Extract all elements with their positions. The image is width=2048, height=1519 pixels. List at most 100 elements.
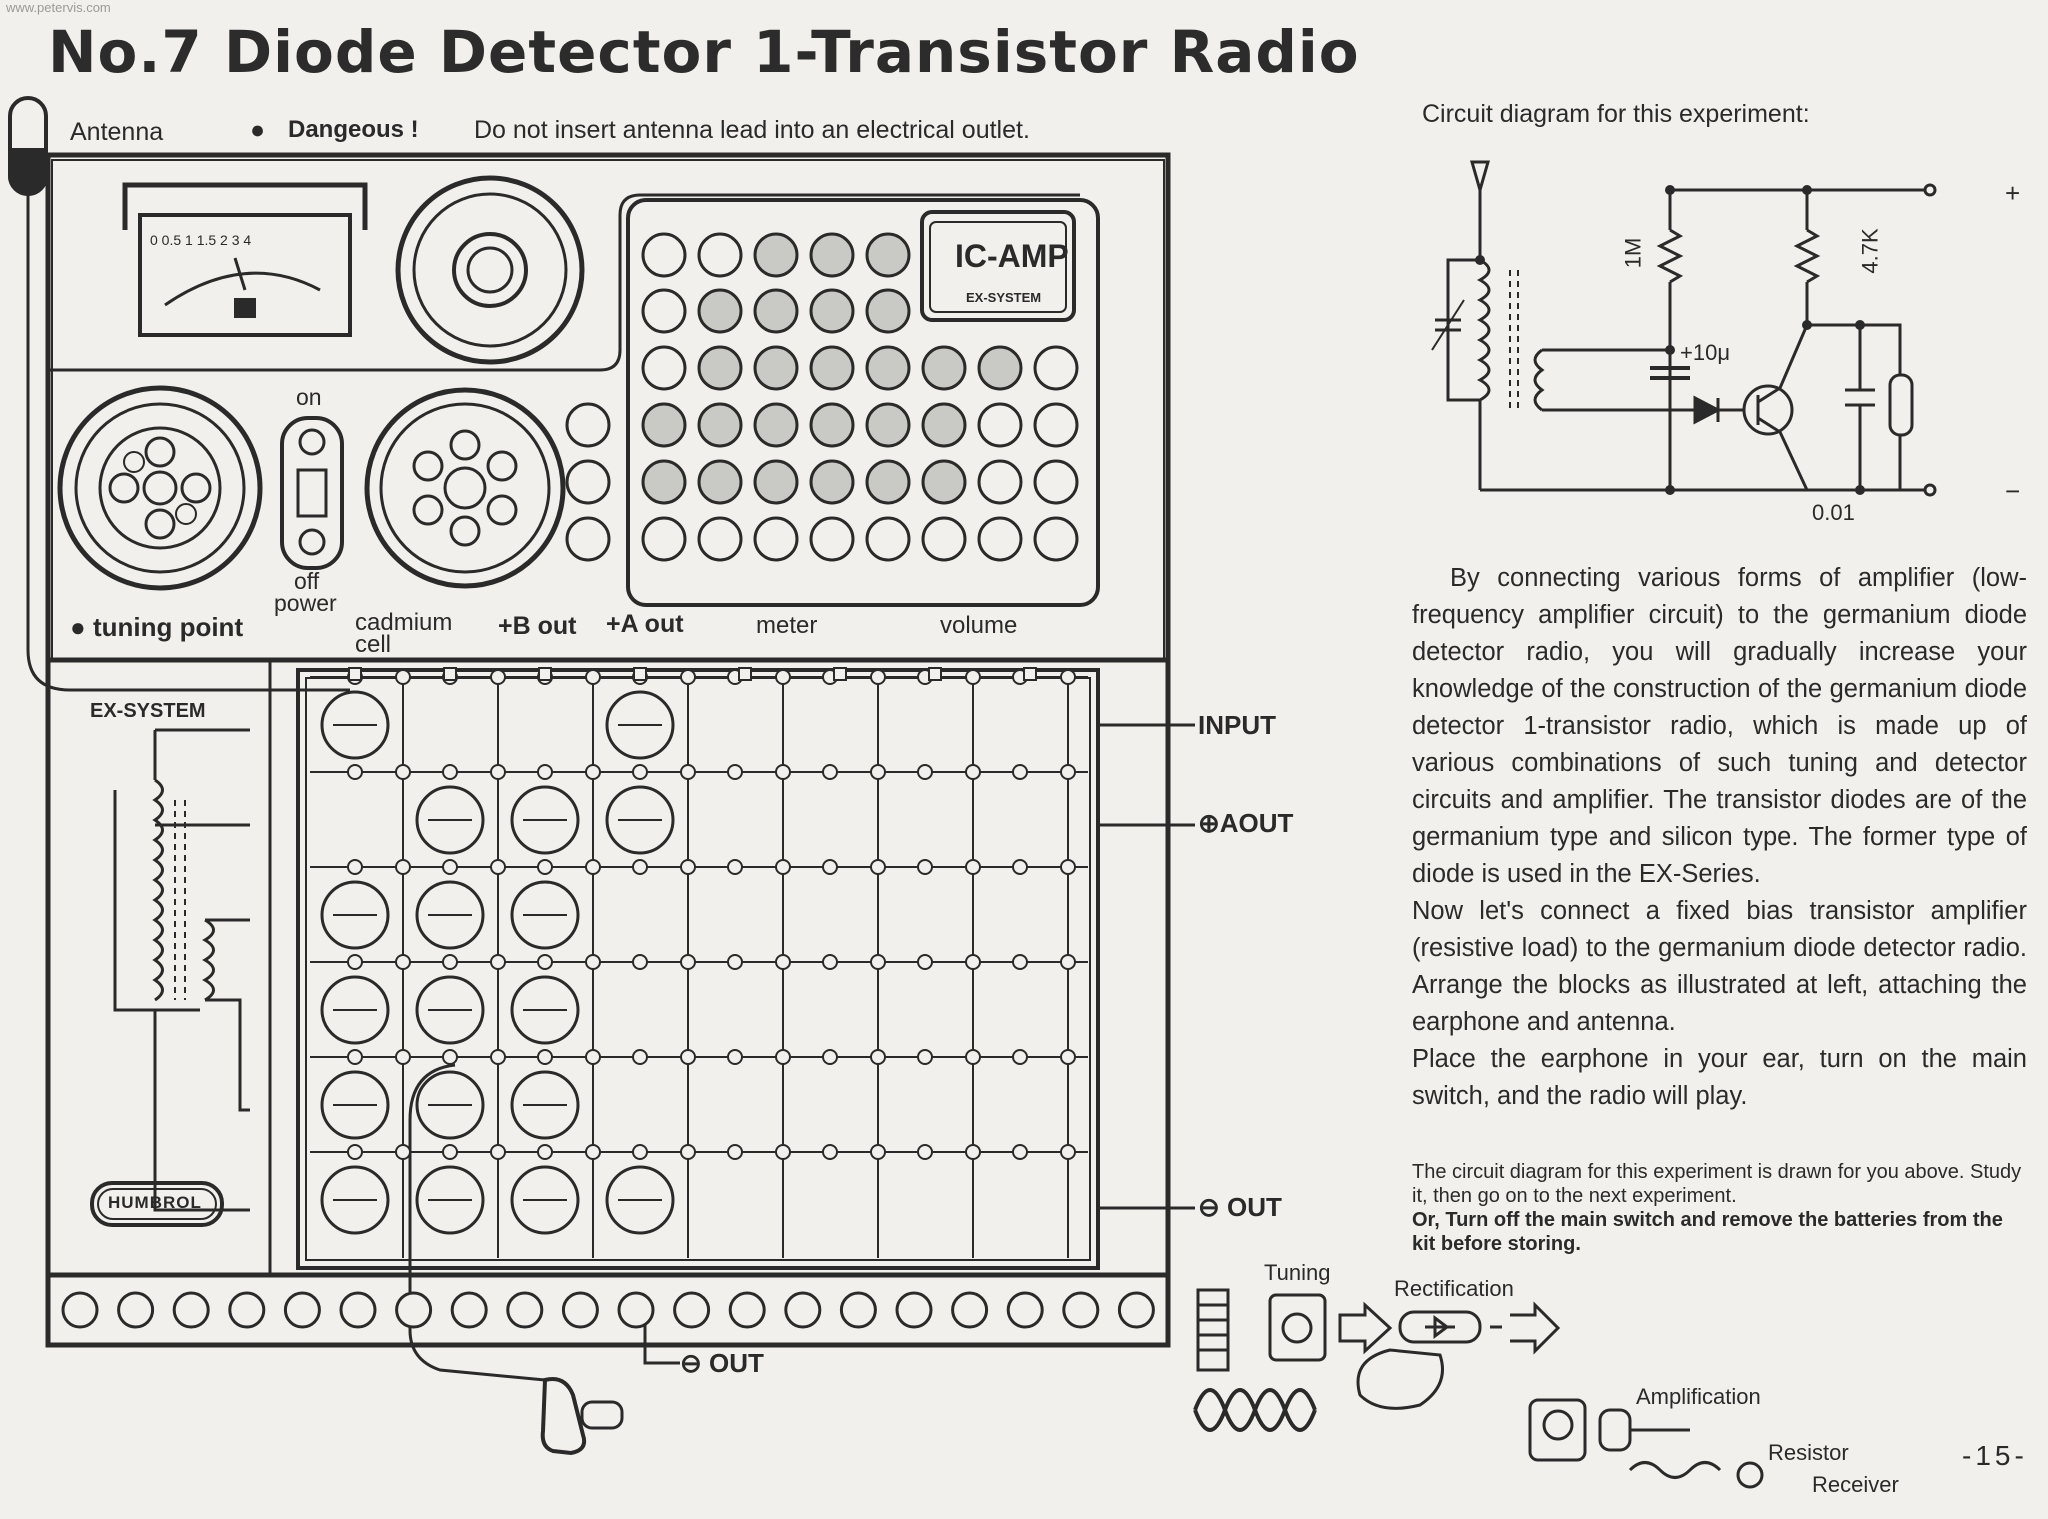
- flow-label-tuning: Tuning: [1264, 1260, 1331, 1285]
- grid-node: [490, 859, 506, 875]
- jack: [753, 516, 799, 562]
- pin-marker: [633, 667, 647, 681]
- pin-marker: [538, 667, 552, 681]
- jack: [977, 345, 1023, 391]
- strip-jack: [728, 1291, 766, 1329]
- grid-node: [870, 859, 886, 875]
- grid-node: [965, 669, 981, 685]
- grid-node: [680, 1144, 696, 1160]
- grid-node: [775, 1049, 791, 1065]
- grid-node: [442, 859, 458, 875]
- jack: [809, 516, 855, 562]
- grid-node: [870, 764, 886, 780]
- grid-node: [965, 1049, 981, 1065]
- strip-jack: [561, 1291, 599, 1329]
- grid-node: [870, 1144, 886, 1160]
- strip-jack: [617, 1291, 655, 1329]
- grid-node: [537, 1049, 553, 1065]
- body-text: By connecting various forms of amplifier…: [1412, 560, 2027, 1115]
- grid-node: [870, 954, 886, 970]
- jack: [753, 459, 799, 505]
- jack: [1033, 459, 1079, 505]
- grid-node: [395, 954, 411, 970]
- jack: [641, 402, 687, 448]
- input-label: INPUT: [1198, 710, 1276, 740]
- jack: [697, 516, 743, 562]
- jack: [641, 516, 687, 562]
- grid-node: [490, 669, 506, 685]
- grid-node: [870, 1049, 886, 1065]
- jack: [565, 516, 611, 562]
- top-label-a-out: +A out: [606, 610, 684, 638]
- grid-node: [727, 764, 743, 780]
- grid-node: [680, 669, 696, 685]
- top-label-b-out: +B out: [498, 612, 577, 640]
- strip-jack: [283, 1291, 321, 1329]
- jack: [697, 232, 743, 278]
- grid-node: [870, 669, 886, 685]
- switch-power-label: power: [274, 590, 337, 616]
- grid-node: [632, 1144, 648, 1160]
- grid-node: [632, 954, 648, 970]
- flow-label-amplification: Amplification: [1636, 1384, 1761, 1409]
- grid-node: [347, 764, 363, 780]
- jack: [865, 402, 911, 448]
- bottom-jack-strip: [61, 1291, 1155, 1329]
- grid-node: [917, 1049, 933, 1065]
- strip-jack: [61, 1291, 99, 1329]
- pin-marker: [1023, 667, 1037, 681]
- pin-marker: [738, 667, 752, 681]
- icamp-title: IC-AMP: [955, 238, 1069, 274]
- grid-node: [965, 859, 981, 875]
- tuning-point-bullet: ●: [70, 612, 93, 642]
- warning-bullet: ●: [250, 116, 266, 144]
- jack: [865, 516, 911, 562]
- grid-node: [1012, 764, 1028, 780]
- top-label-volume: volume: [940, 612, 1018, 639]
- breadboard-grid: [310, 667, 1088, 1258]
- grid-node: [442, 954, 458, 970]
- strip-jack: [839, 1291, 877, 1329]
- grid-node: [585, 859, 601, 875]
- grid-node: [727, 859, 743, 875]
- ex-system-label: EX-SYSTEM: [90, 700, 206, 722]
- note-paragraph-2: Or, Turn off the main switch and remove …: [1412, 1209, 2003, 1255]
- grid-node: [680, 859, 696, 875]
- circuit-label-4-7k: 4.7K: [1857, 228, 1883, 274]
- aout-label: ⊕AOUT: [1198, 808, 1294, 838]
- grid-node: [490, 954, 506, 970]
- grid-node: [395, 669, 411, 685]
- grid-node: [917, 954, 933, 970]
- grid-node: [1060, 1144, 1076, 1160]
- switch-off-label: off: [294, 568, 320, 594]
- antenna-label: Antenna: [70, 118, 164, 146]
- jack: [641, 288, 687, 334]
- kit-illustration: [8, 96, 1195, 1456]
- circuit-label-minus: −: [2005, 476, 2021, 506]
- grid-node: [442, 764, 458, 780]
- circuit-diagram: [1431, 160, 1937, 497]
- jack: [865, 345, 911, 391]
- strip-jack: [895, 1291, 933, 1329]
- pin-marker: [443, 667, 457, 681]
- strip-jack: [450, 1291, 488, 1329]
- grid-node: [775, 669, 791, 685]
- strip-jack: [673, 1291, 711, 1329]
- jack: [697, 459, 743, 505]
- grid-node: [585, 1144, 601, 1160]
- grid-node: [537, 1144, 553, 1160]
- grid-node: [1060, 669, 1076, 685]
- grid-node: [585, 1049, 601, 1065]
- warning-label: Dangeous !: [288, 116, 419, 143]
- grid-node: [775, 1144, 791, 1160]
- strip-jack: [172, 1291, 210, 1329]
- jack: [697, 345, 743, 391]
- grid-node: [680, 764, 696, 780]
- grid-node: [822, 1049, 838, 1065]
- grid-node: [395, 1144, 411, 1160]
- pin-marker: [928, 667, 942, 681]
- grid-node: [490, 1049, 506, 1065]
- grid-node: [442, 1049, 458, 1065]
- body-paragraph-2: Now let's connect a fixed bias transisto…: [1412, 897, 2027, 1036]
- jack: [697, 402, 743, 448]
